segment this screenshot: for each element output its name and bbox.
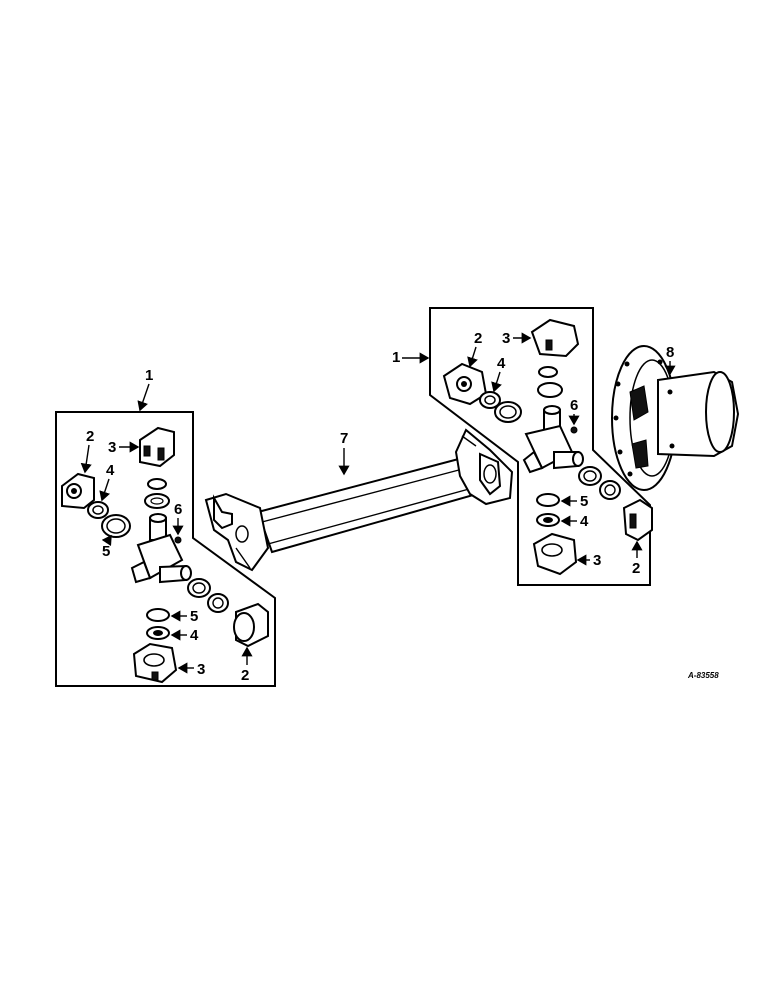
right-bearing-cap-low: [622, 498, 653, 542]
callout-5-left-low: 5: [190, 608, 198, 625]
callout-1-right: 1: [392, 349, 400, 366]
left-kit-box: [55, 411, 276, 687]
flange-housing: [611, 345, 740, 491]
callout-2-right-low: 2: [632, 560, 640, 577]
callout-2-left-low: 2: [241, 667, 249, 684]
callout-3-right-top: 3: [502, 330, 510, 347]
callout-3-left-low: 3: [197, 661, 205, 678]
callout-3-right-low: 3: [593, 552, 601, 569]
callout-2-left-top: 2: [86, 428, 94, 445]
callout-5-left-mid: 5: [102, 543, 110, 560]
left-bearing-cap-right: [233, 602, 269, 648]
right-yoke-half-top: [442, 362, 488, 406]
housing-callout: 8: [664, 344, 676, 376]
callout-7: 7: [340, 430, 348, 447]
callout-4-right-top: 4: [497, 355, 506, 372]
callout-5-right: 5: [580, 493, 588, 510]
right-cross-spider: [522, 405, 584, 474]
callout-6-left: 6: [174, 501, 182, 518]
left-cross-spider: [130, 513, 192, 584]
callout-4-left-top: 4: [106, 462, 115, 479]
callout-8: 8: [666, 344, 674, 361]
figure-reference-code: A-83558: [687, 671, 719, 680]
left-callouts: 1 2 3 4 5 6 5 4 3 2: [80, 367, 253, 684]
right-yoke-half-low: [532, 532, 578, 576]
right-bearing-stack-low: [536, 493, 560, 527]
right-seals-top: [479, 391, 522, 423]
left-bearing-stack-low: [146, 608, 170, 640]
left-seal-ring-large: [101, 514, 131, 538]
right-seal-ring-right: [578, 466, 621, 500]
callout-1-left: 1: [145, 367, 153, 384]
callout-6-right: 6: [570, 397, 578, 414]
left-seal-ring-right: [187, 578, 229, 613]
callout-4-left-low: 4: [190, 627, 199, 644]
shaft-callout: 7: [338, 430, 350, 476]
callout-3-left-top: 3: [108, 439, 116, 456]
right-bearing-stack: [537, 366, 563, 398]
left-bearing-cap-top: [139, 426, 175, 468]
right-bearing-cap-top: [530, 318, 580, 358]
callout-4-right-low: 4: [580, 513, 589, 530]
right-kit-box: [429, 307, 651, 586]
left-yoke-half-top: [61, 472, 95, 510]
left-bearing-stack: [144, 478, 170, 509]
left-seal-top: [87, 501, 109, 519]
propeller-shaft: [204, 428, 514, 572]
callout-2-right-top: 2: [474, 330, 482, 347]
left-yoke-half-low: [132, 642, 178, 684]
right-callouts: 1 2 3 4 6 5 4 3 2: [392, 330, 643, 577]
